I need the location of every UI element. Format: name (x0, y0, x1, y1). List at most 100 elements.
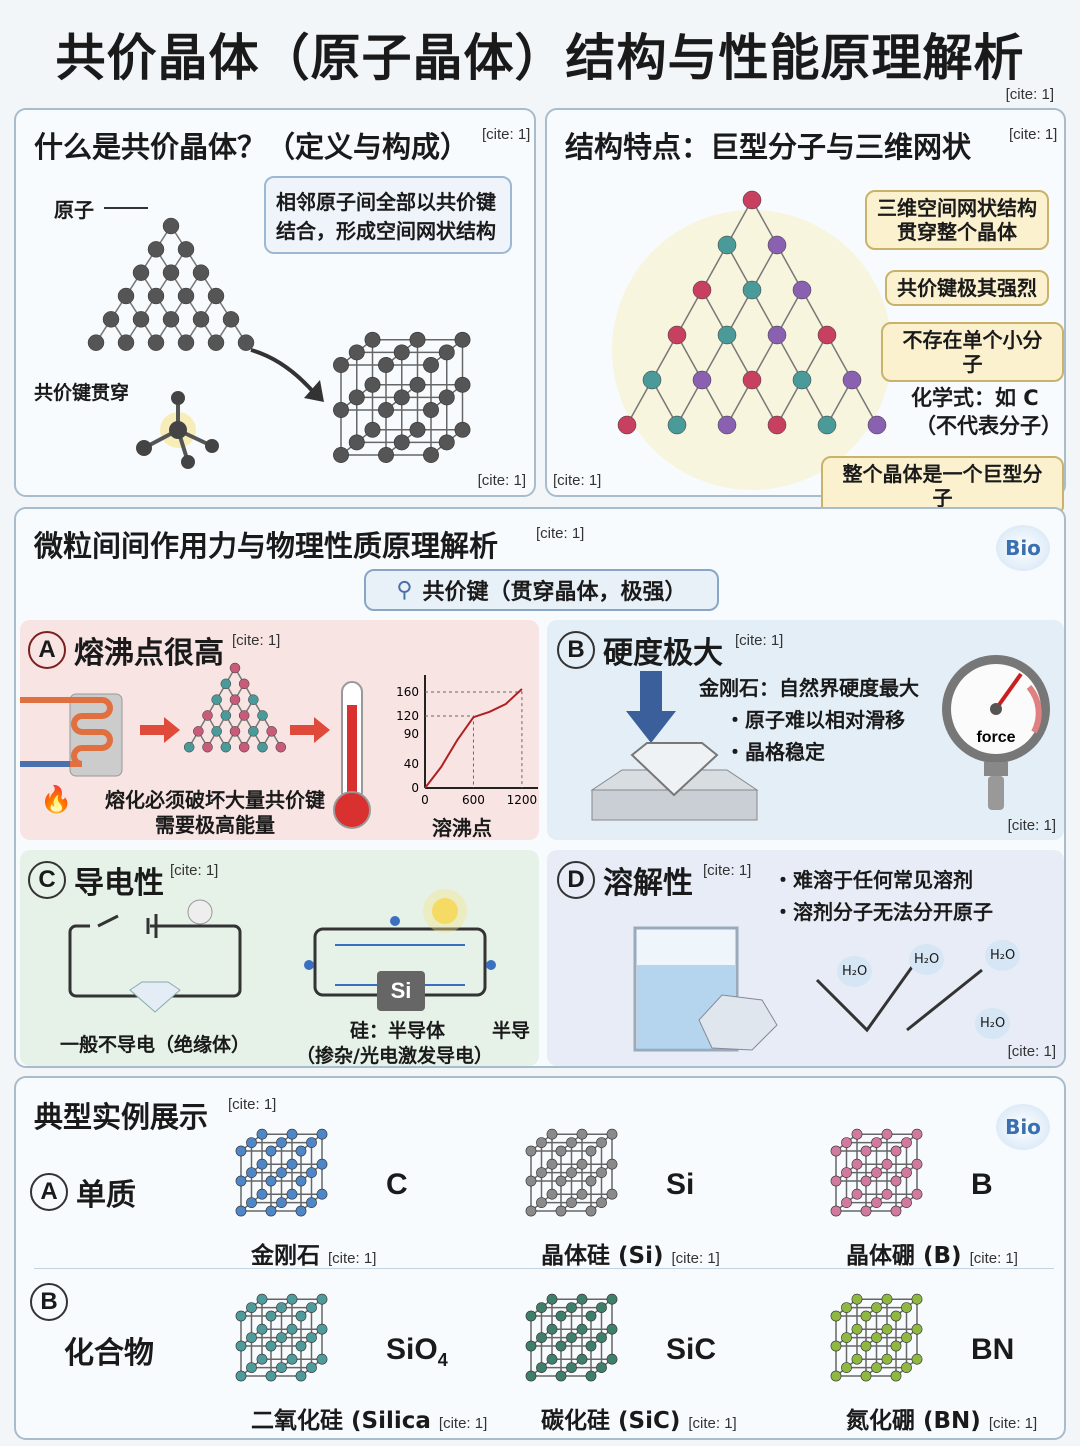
name-text: 二氧化硅 (Silica (251, 1408, 431, 1434)
atom (525, 1310, 537, 1322)
atom (890, 1205, 902, 1217)
atom (87, 334, 105, 351)
atom (378, 402, 394, 418)
atom (851, 1353, 863, 1365)
example-name: 晶体硼 (B) [cite: 1] (846, 1236, 1018, 1270)
atom (265, 1205, 277, 1217)
atom (546, 1128, 558, 1140)
insulator-caption: 一般不导电（绝缘体） (60, 1034, 251, 1056)
cite: [cite: 1] (482, 126, 531, 143)
atom (841, 1137, 852, 1148)
atom (546, 1323, 558, 1335)
atom (525, 1145, 537, 1157)
atom (901, 1362, 912, 1373)
atom (555, 1310, 567, 1322)
atom (642, 370, 662, 390)
atom (220, 678, 232, 690)
bond-icon: ⚲ (396, 577, 413, 603)
crystal-illustration (830, 1128, 923, 1217)
atom (576, 1323, 588, 1335)
atom (841, 1362, 852, 1373)
solvent-arrows-illustration (815, 959, 983, 1033)
tag-giant-molecule: 整个晶体是一个巨型分子 (821, 456, 1064, 516)
atom (901, 1137, 912, 1148)
name-text: 氮化硼 (BN) (846, 1408, 981, 1434)
atom (841, 1332, 852, 1343)
atom (177, 287, 195, 305)
atom (256, 1323, 268, 1335)
property-title: 硬度极大 (603, 636, 723, 671)
atom (767, 235, 787, 255)
symbol-text: BN (971, 1333, 1015, 1366)
symbol-text: SiC (666, 1333, 717, 1366)
atom (202, 710, 213, 721)
atom (306, 1362, 317, 1373)
atom (792, 280, 812, 300)
atom (596, 1362, 607, 1373)
atom (132, 264, 150, 281)
atom (238, 678, 250, 690)
cite: [cite: 1] (1007, 817, 1056, 834)
atom (842, 370, 862, 390)
cite: [cite: 1] (553, 472, 602, 489)
name-text: 碳化硅 (SiC) (541, 1408, 681, 1434)
atom (911, 1128, 923, 1140)
atom (525, 1205, 537, 1217)
atom (742, 370, 762, 390)
atom (454, 421, 471, 438)
atom (192, 264, 210, 281)
atom (211, 726, 222, 737)
cite: [cite: 1] (536, 525, 585, 542)
giant-molecule-illustration (612, 190, 892, 490)
atom (576, 1188, 588, 1200)
example-name: 晶体硅 (Si) [cite: 1] (541, 1236, 720, 1270)
atom (717, 325, 737, 345)
callout-line: 结合，形成空间网状结构 (276, 219, 496, 243)
atom (235, 1145, 247, 1157)
atom (911, 1188, 923, 1200)
heater-icon (20, 693, 123, 777)
arrow-icon (140, 717, 180, 743)
atom (295, 1175, 307, 1187)
atom (871, 1137, 882, 1148)
cite: [cite: 1] (969, 1250, 1018, 1267)
atom (536, 1137, 547, 1148)
atom (555, 1370, 567, 1382)
atom (566, 1197, 577, 1208)
heated-network-illustration (183, 662, 287, 753)
atom (256, 1353, 268, 1365)
x-tick-label: 600 (462, 793, 485, 807)
atom (409, 331, 426, 348)
arrow-icon (250, 348, 324, 402)
atom (536, 1167, 547, 1178)
atom (257, 741, 268, 753)
atom (147, 287, 165, 305)
atom (295, 1145, 307, 1157)
atom (276, 1197, 287, 1208)
atom (183, 741, 195, 753)
gauge-label: force (976, 729, 1015, 746)
structure-panel: 结构特点：巨型分子与三维网状 [cite: 1] 三维空间网状结构 贯穿整个晶体… (545, 108, 1066, 516)
atom (229, 694, 241, 705)
name-text: 金刚石 (251, 1243, 320, 1269)
atom (851, 1158, 863, 1170)
atom (890, 1310, 902, 1322)
atom (220, 741, 232, 753)
atom (237, 334, 255, 351)
atom (596, 1167, 607, 1178)
solubility-bullet: ・难溶于任何常见溶剂 (773, 868, 973, 892)
example-name: 氮化硼 (BN) [cite: 1] (846, 1401, 1037, 1435)
atom (286, 1293, 298, 1305)
atom (286, 1158, 298, 1170)
atom (890, 1340, 902, 1352)
atom (286, 1128, 298, 1140)
formula-note: （不代表分子） (915, 414, 1062, 438)
atom (102, 311, 120, 328)
solubility-bullet: ・溶剂分子无法分开原子 (773, 900, 993, 924)
atom-network-illustration (87, 217, 255, 351)
atom (265, 1370, 277, 1382)
atom (246, 1332, 257, 1343)
atom (851, 1323, 863, 1335)
atom (266, 726, 277, 737)
